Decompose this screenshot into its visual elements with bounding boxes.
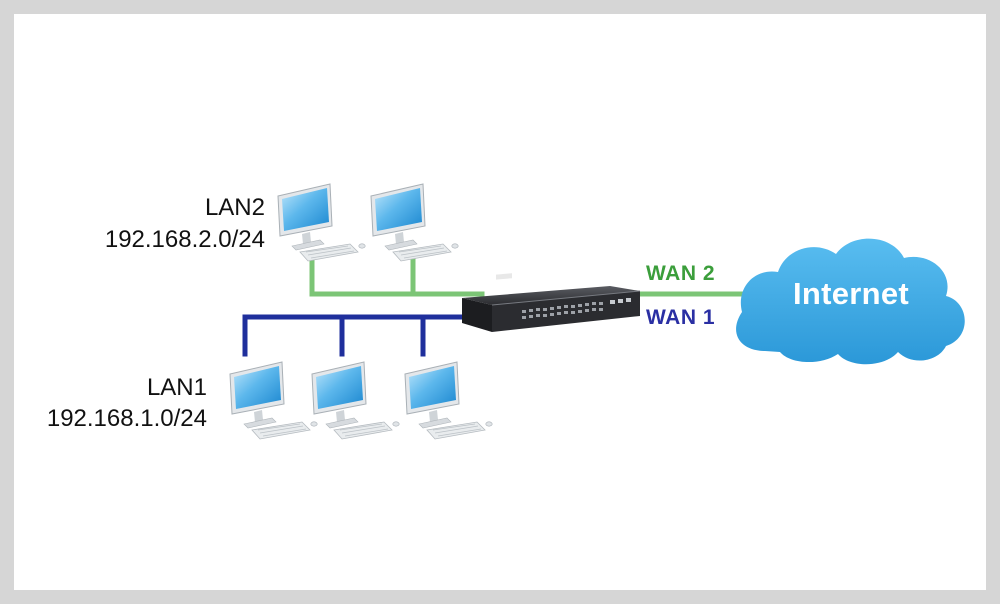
lan2-subnet: 192.168.2.0/24	[104, 226, 265, 253]
lan1-computer-icon	[404, 361, 493, 440]
lan1-computer-icon	[311, 361, 400, 440]
lan1-subnet: 192.168.1.0/24	[46, 405, 207, 432]
lan2-bus	[309, 253, 485, 297]
internet-cloud-icon	[736, 238, 965, 365]
lan1-name: LAN1	[146, 374, 207, 401]
lan2-computer-icon	[277, 183, 366, 262]
internet-label: Internet	[792, 276, 910, 311]
wan1-label: WAN 1	[646, 306, 716, 329]
lan1-bus	[242, 314, 488, 357]
wan2-label: WAN 2	[646, 262, 716, 285]
router-icon	[462, 273, 641, 332]
lan1-computer-icon	[229, 361, 318, 440]
lan2-name: LAN2	[204, 194, 265, 221]
lan2-computer-icon	[370, 183, 459, 262]
